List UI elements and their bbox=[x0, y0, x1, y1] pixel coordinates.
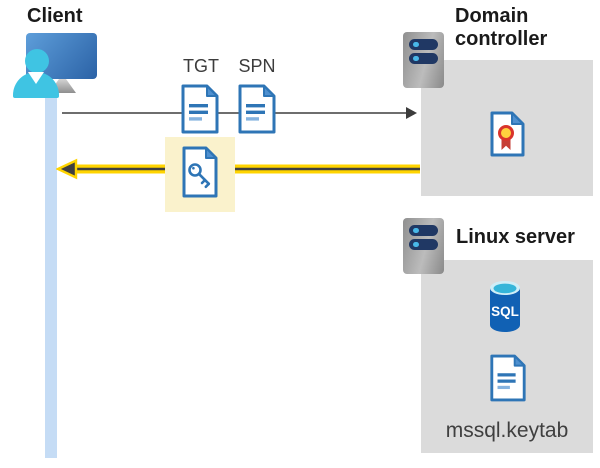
key-document-icon bbox=[182, 146, 218, 198]
spn-label: SPN bbox=[238, 56, 276, 76]
keytab-document-icon bbox=[490, 354, 526, 402]
linux-server-label: Linux server bbox=[456, 226, 575, 248]
tgt-label: TGT bbox=[183, 56, 219, 76]
person-icon bbox=[25, 49, 49, 73]
domain-controller-server-icon bbox=[403, 32, 444, 88]
keytab-filename: mssql.keytab bbox=[445, 419, 569, 442]
request-arrow bbox=[62, 107, 417, 119]
response-arrow bbox=[56, 158, 420, 180]
certificate-icon bbox=[490, 111, 525, 157]
client-label: Client bbox=[27, 5, 83, 27]
sql-label: SQL bbox=[491, 304, 519, 319]
sql-database-icon: SQL bbox=[490, 281, 520, 332]
linux-server-server-icon bbox=[403, 218, 444, 274]
spn-document-icon bbox=[238, 84, 276, 134]
client-timeline-bar bbox=[45, 92, 57, 458]
domain-controller-label: Domain controller bbox=[455, 5, 548, 50]
tgt-document-icon bbox=[181, 84, 219, 134]
